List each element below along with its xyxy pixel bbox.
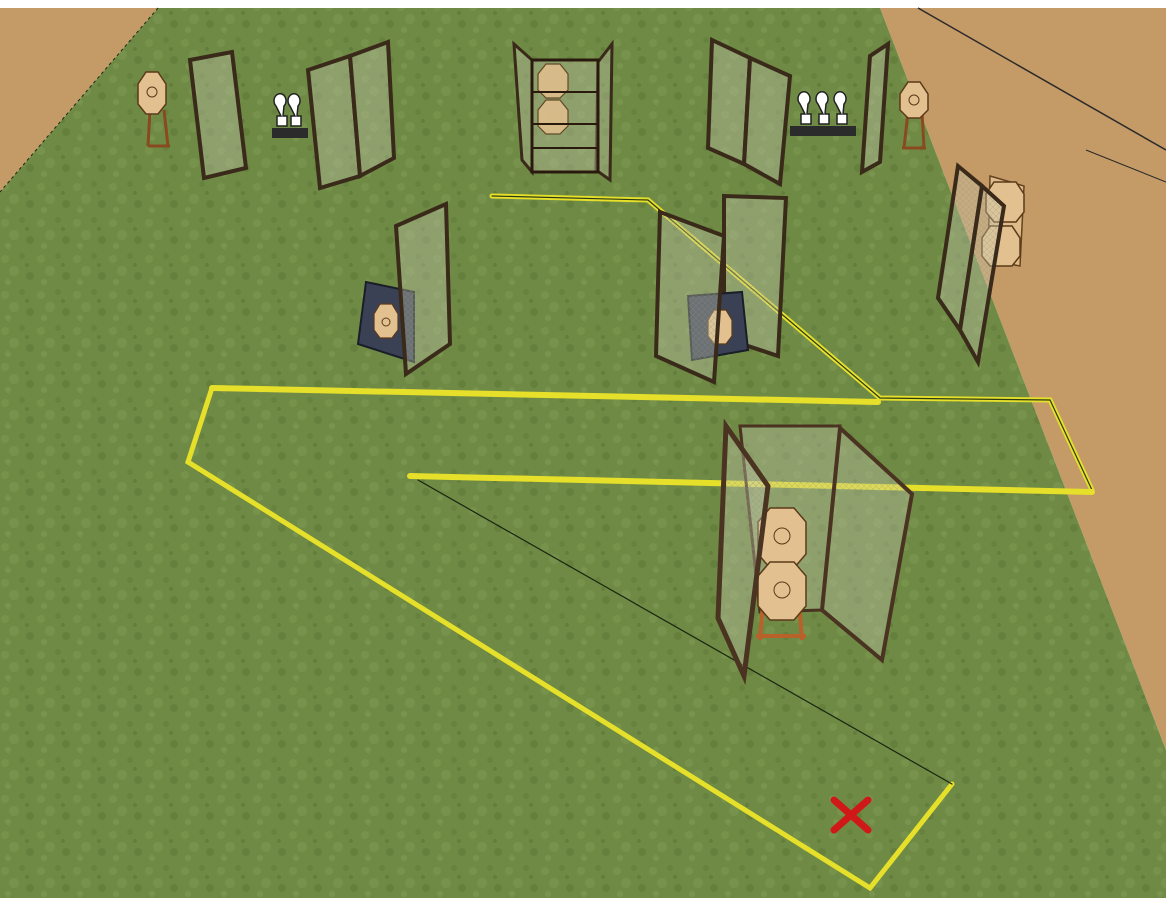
wall-mid-left xyxy=(396,204,450,374)
center-back-box-with-targets xyxy=(514,44,612,180)
wall-back-left-double xyxy=(308,42,394,188)
wall-mid-center-front xyxy=(656,212,724,382)
